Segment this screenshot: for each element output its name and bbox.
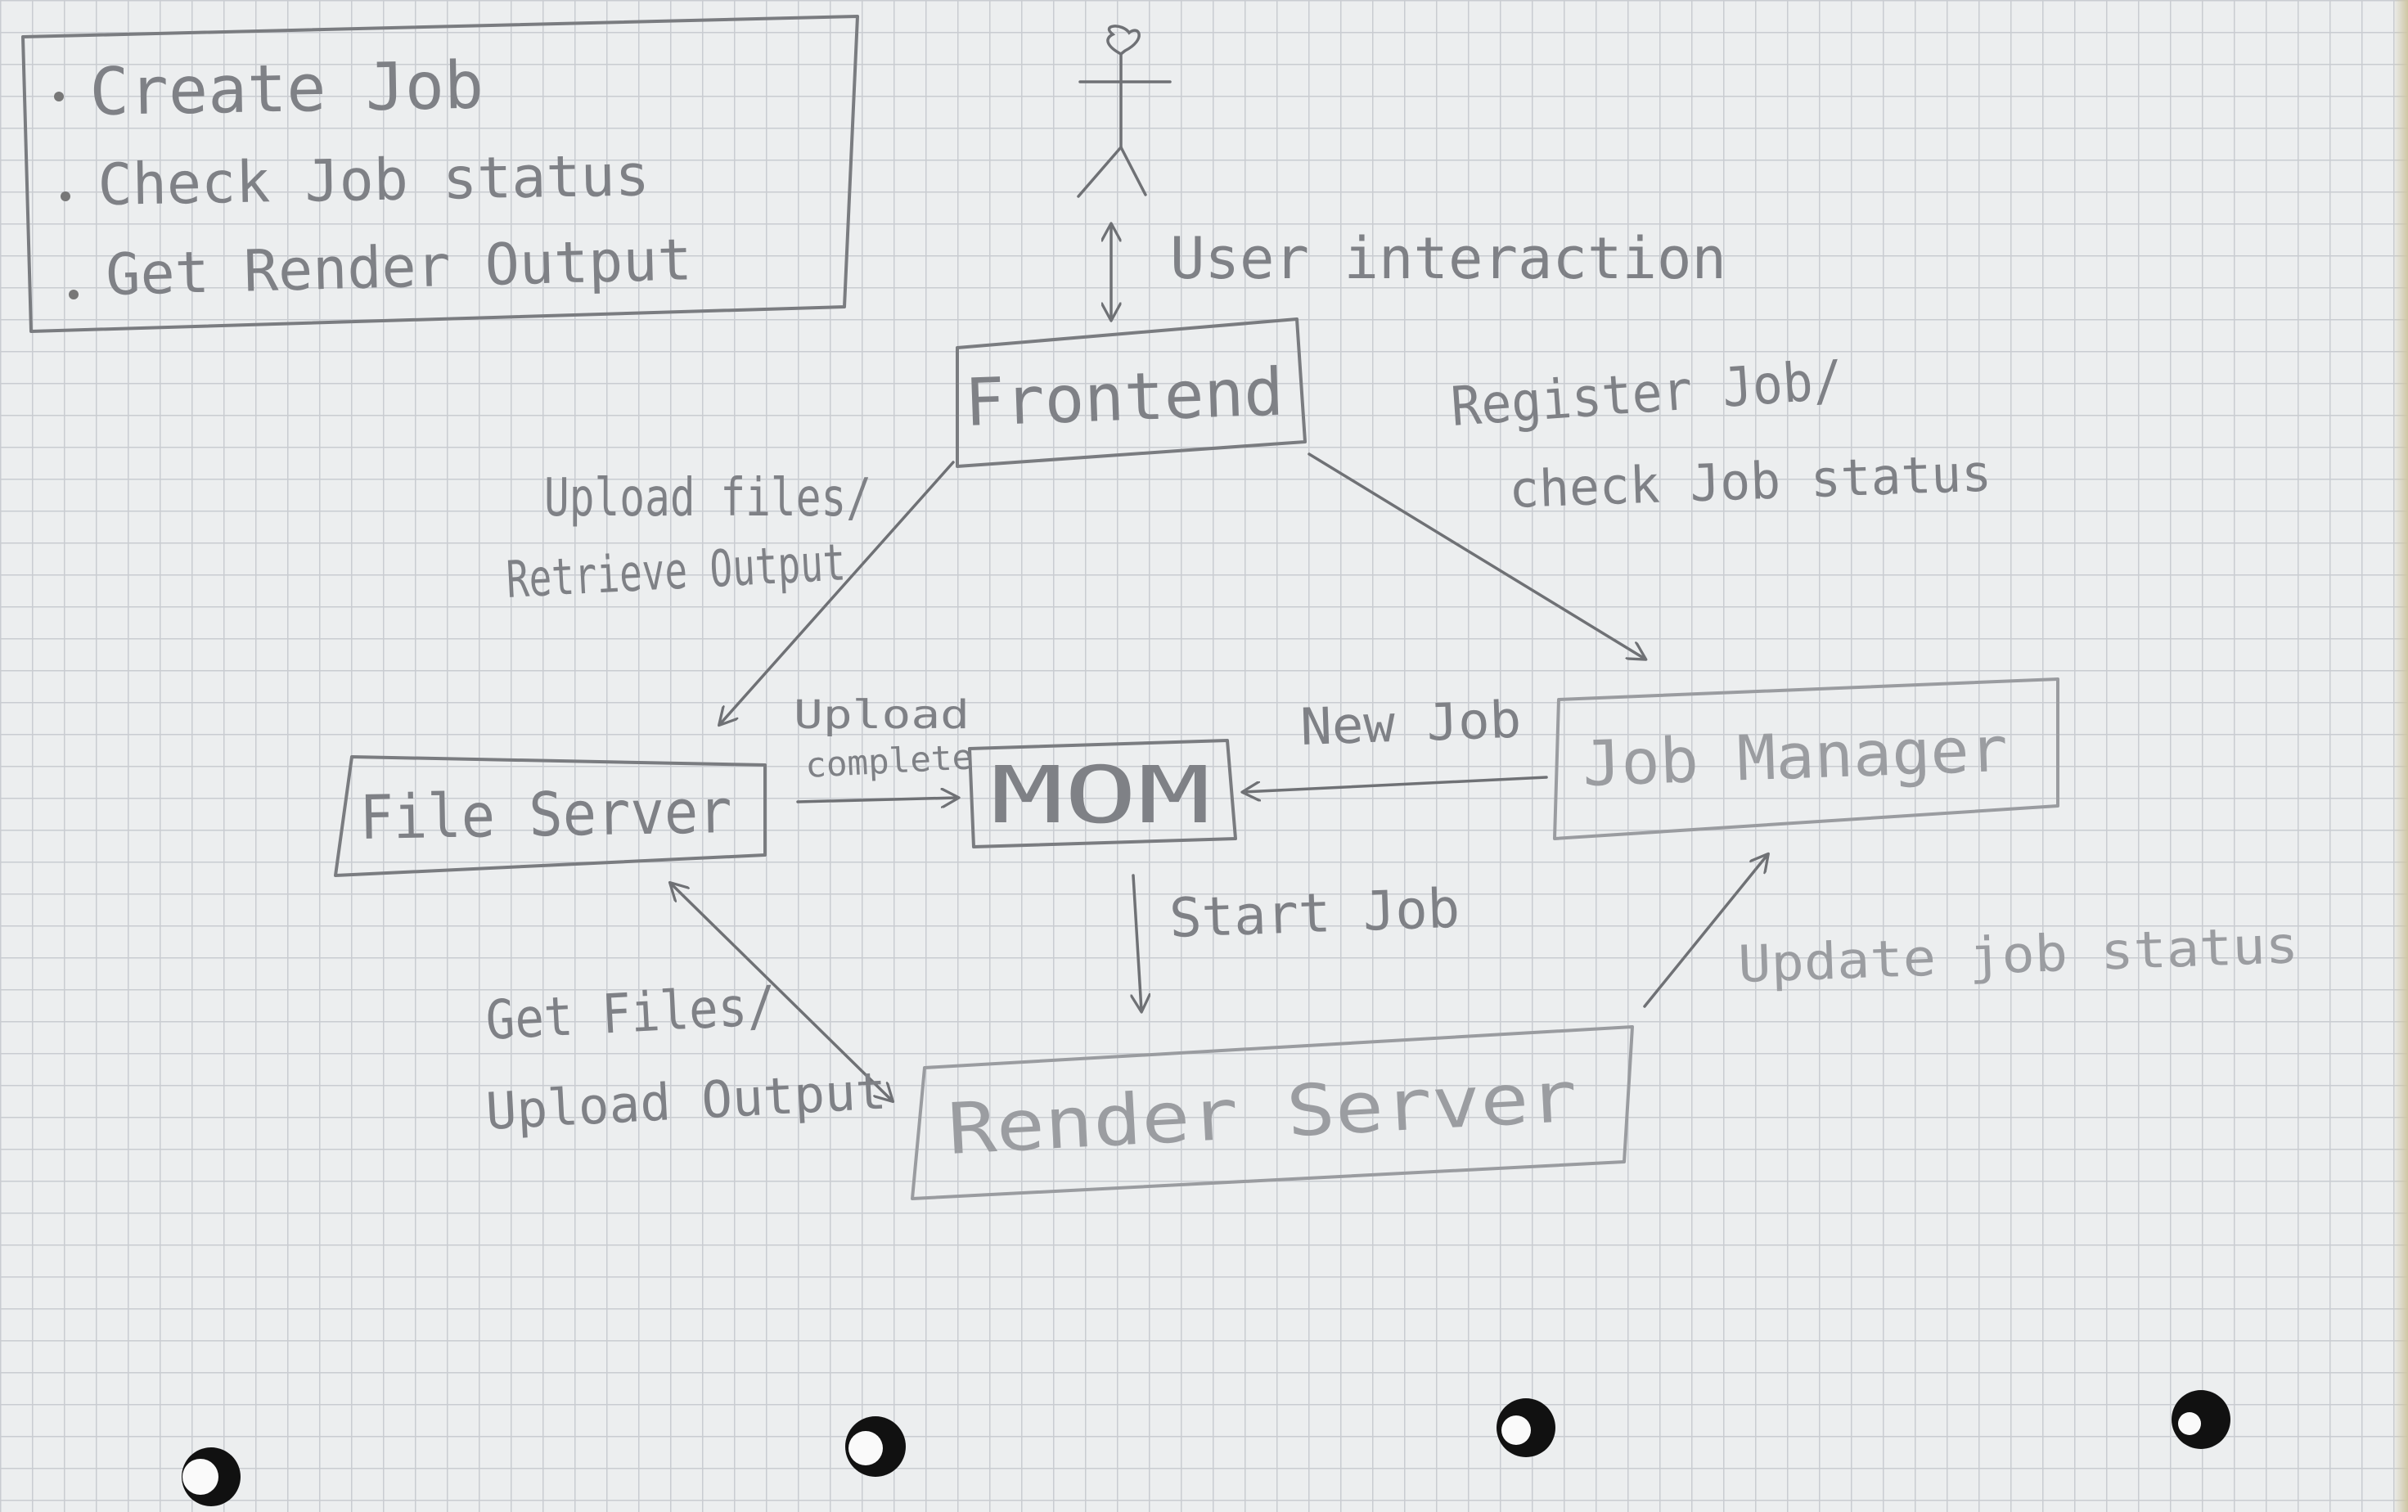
edge-label: Upload Output [484, 1060, 888, 1141]
punch-hole-icon [1497, 1398, 1555, 1457]
arrow [1308, 452, 1645, 659]
bullet-icon [69, 290, 79, 299]
frontend-box [956, 317, 1307, 468]
job-manager-box [1553, 677, 2059, 840]
punch-hole-icon [182, 1447, 241, 1506]
use-case-list-border [21, 15, 859, 333]
edge-label: Update job status [1737, 915, 2299, 994]
arrow [1133, 874, 1141, 1010]
edge-label: User interaction [1170, 225, 1726, 292]
edge-job-manager-mom: New Job [1244, 690, 1548, 792]
file-server-box [334, 755, 767, 877]
job-manager-component: Job Manager [1553, 677, 2059, 840]
render-server-box [911, 1025, 1634, 1200]
edge-label: Get Files/ [484, 974, 778, 1052]
file-server-component: File Server [334, 755, 767, 877]
edge-label: Upload [794, 692, 970, 738]
bullet-icon [61, 191, 70, 201]
frontend-component: Frontend [956, 317, 1307, 468]
edge-label: Start Job [1168, 877, 1461, 950]
edge-render-server-job-manager: Update job status [1643, 855, 2299, 1008]
render-server-component: Render Server [911, 1025, 1634, 1200]
edge-label: complete [804, 736, 974, 785]
user-actor-icon [1077, 25, 1172, 198]
edge-file-server-mom: Upload complete [794, 692, 974, 802]
bidirectional-arrow [671, 884, 892, 1100]
punch-hole-icon [2172, 1390, 2230, 1449]
edge-label: Retrieve Output [505, 532, 847, 610]
edge-frontend-job-manager: Register Job/ check Job status [1308, 349, 1992, 659]
edge-label: Upload files/ [544, 468, 871, 529]
render-server-label: Render Server [946, 1056, 1579, 1171]
edge-label: Register Job/ [1449, 349, 1845, 439]
use-case-item: Create Job [89, 47, 484, 130]
edge-mom-render-server: Start Job [1133, 874, 1461, 1010]
arrow [720, 461, 955, 724]
edge-user-interaction: User interaction [1111, 225, 1726, 319]
bullet-icon [54, 92, 64, 101]
job-manager-label: Job Manager [1582, 713, 2010, 800]
arrow [796, 798, 957, 802]
punch-holes [182, 1390, 2230, 1506]
file-server-label: File Server [359, 776, 732, 853]
mom-box [968, 739, 1237, 848]
punch-hole-icon [845, 1416, 906, 1477]
arrow [1643, 855, 1767, 1008]
paper-edge [2393, 0, 2408, 1512]
edge-frontend-file-server: Upload files/ Retrieve Output [505, 461, 955, 724]
use-case-item: Get Render Output [105, 226, 692, 308]
mom-component: MOM [968, 739, 1237, 848]
edge-file-server-render-server: Get Files/ Upload Output [484, 884, 892, 1141]
use-case-item: Check Job status [97, 142, 650, 218]
use-case-list: Create Job Check Job status Get Render O… [21, 15, 859, 333]
arrow [1244, 776, 1548, 792]
edge-label: New Job [1299, 690, 1522, 757]
mom-label: MOM [990, 749, 1211, 841]
frontend-label: Frontend [963, 353, 1285, 441]
edge-label: check Job status [1508, 443, 1992, 520]
